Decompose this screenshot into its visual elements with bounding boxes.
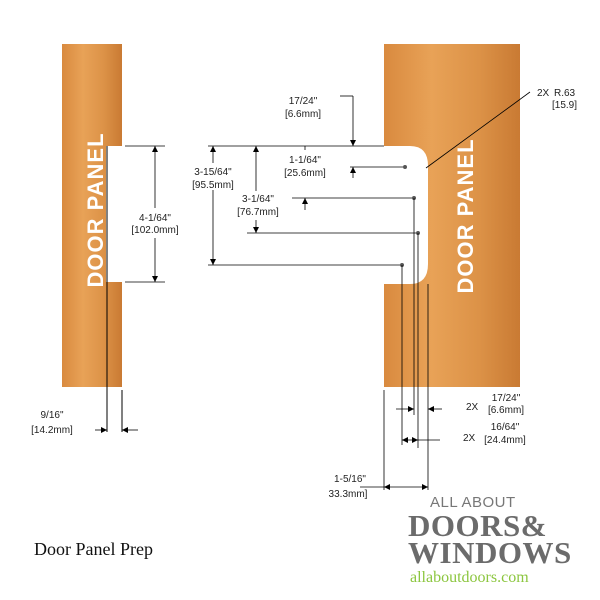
panel-offset-metric: [14.2mm] — [31, 425, 73, 436]
top-offset-dimension: 17/24" [6.6mm] — [285, 95, 356, 178]
radius-metric: [15.9] — [552, 100, 577, 111]
cutout-height-dimension: 4-1/64" [102.0mm] — [125, 145, 179, 283]
panel-offset-dimension: 9/16" [14.2mm] — [31, 410, 138, 436]
first-hole-metric: [25.6mm] — [284, 168, 326, 179]
middle-hole-metric: [76.7mm] — [237, 207, 279, 218]
logo-line-2: DOORS& — [408, 508, 547, 543]
overall-hole-metric: [95.5mm] — [192, 180, 234, 191]
cutout-height-imperial: 4-1/64" — [139, 213, 171, 224]
left-door-panel: DOOR PANEL — [62, 44, 123, 432]
radius-qty: 2X — [537, 88, 550, 99]
brand-logo: ALL ABOUT DOORS& WINDOWS allaboutdoors.c… — [408, 494, 572, 586]
depth-imperial: 1-5/16" — [334, 474, 366, 485]
hole-spacing-imperial: 16/64" — [491, 422, 520, 433]
logo-line-1: ALL ABOUT — [430, 494, 516, 511]
overall-hole-dimension: 3-15/64" [95.5mm] — [192, 145, 247, 265]
cutout-notch — [106, 146, 122, 282]
bottom-extension-lines — [383, 198, 429, 490]
right-door-panel: DOOR PANEL — [384, 44, 520, 387]
top-offset-metric: [6.6mm] — [285, 109, 321, 120]
hole-extension-lines — [208, 145, 416, 266]
radius-callout: 2X R.63 [15.9] — [425, 88, 577, 169]
top-offset-imperial: 17/24" — [289, 96, 318, 107]
middle-hole-dimension: 3-1/64" [76.7mm] — [237, 146, 279, 233]
first-hole-imperial: 1-1/64" — [289, 155, 321, 166]
hole-edge-dimension: 2X 17/24" [6.6mm] — [396, 393, 524, 416]
hole-spacing-qty: 2X — [463, 433, 476, 444]
depth-dimension: 1-5/16" 33.3mm] — [329, 474, 428, 500]
hole-edge-imperial: 17/24" — [492, 393, 521, 404]
radius-imperial: R.63 — [554, 88, 576, 99]
diagram-caption: Door Panel Prep — [34, 539, 153, 559]
cutout-height-metric: [102.0mm] — [131, 225, 178, 236]
hole-edge-metric: [6.6mm] — [488, 405, 524, 416]
first-hole-dimension: 1-1/64" [25.6mm] — [284, 146, 326, 210]
hole-1 — [403, 165, 407, 169]
hole-edge-qty: 2X — [466, 402, 479, 413]
hole-spacing-dimension: 2X 16/64" [24.4mm] — [402, 422, 526, 446]
depth-metric: 33.3mm] — [329, 489, 368, 500]
middle-hole-imperial: 3-1/64" — [242, 194, 274, 205]
right-panel-label: DOOR PANEL — [453, 138, 478, 293]
hinge-cutout — [384, 146, 428, 284]
logo-url: allaboutdoors.com — [410, 569, 529, 586]
panel-offset-imperial: 9/16" — [40, 410, 63, 421]
logo-line-3: WINDOWS — [408, 535, 572, 570]
left-panel-label: DOOR PANEL — [83, 132, 108, 287]
hole-spacing-metric: [24.4mm] — [484, 435, 526, 446]
overall-hole-imperial: 3-15/64" — [194, 167, 232, 178]
